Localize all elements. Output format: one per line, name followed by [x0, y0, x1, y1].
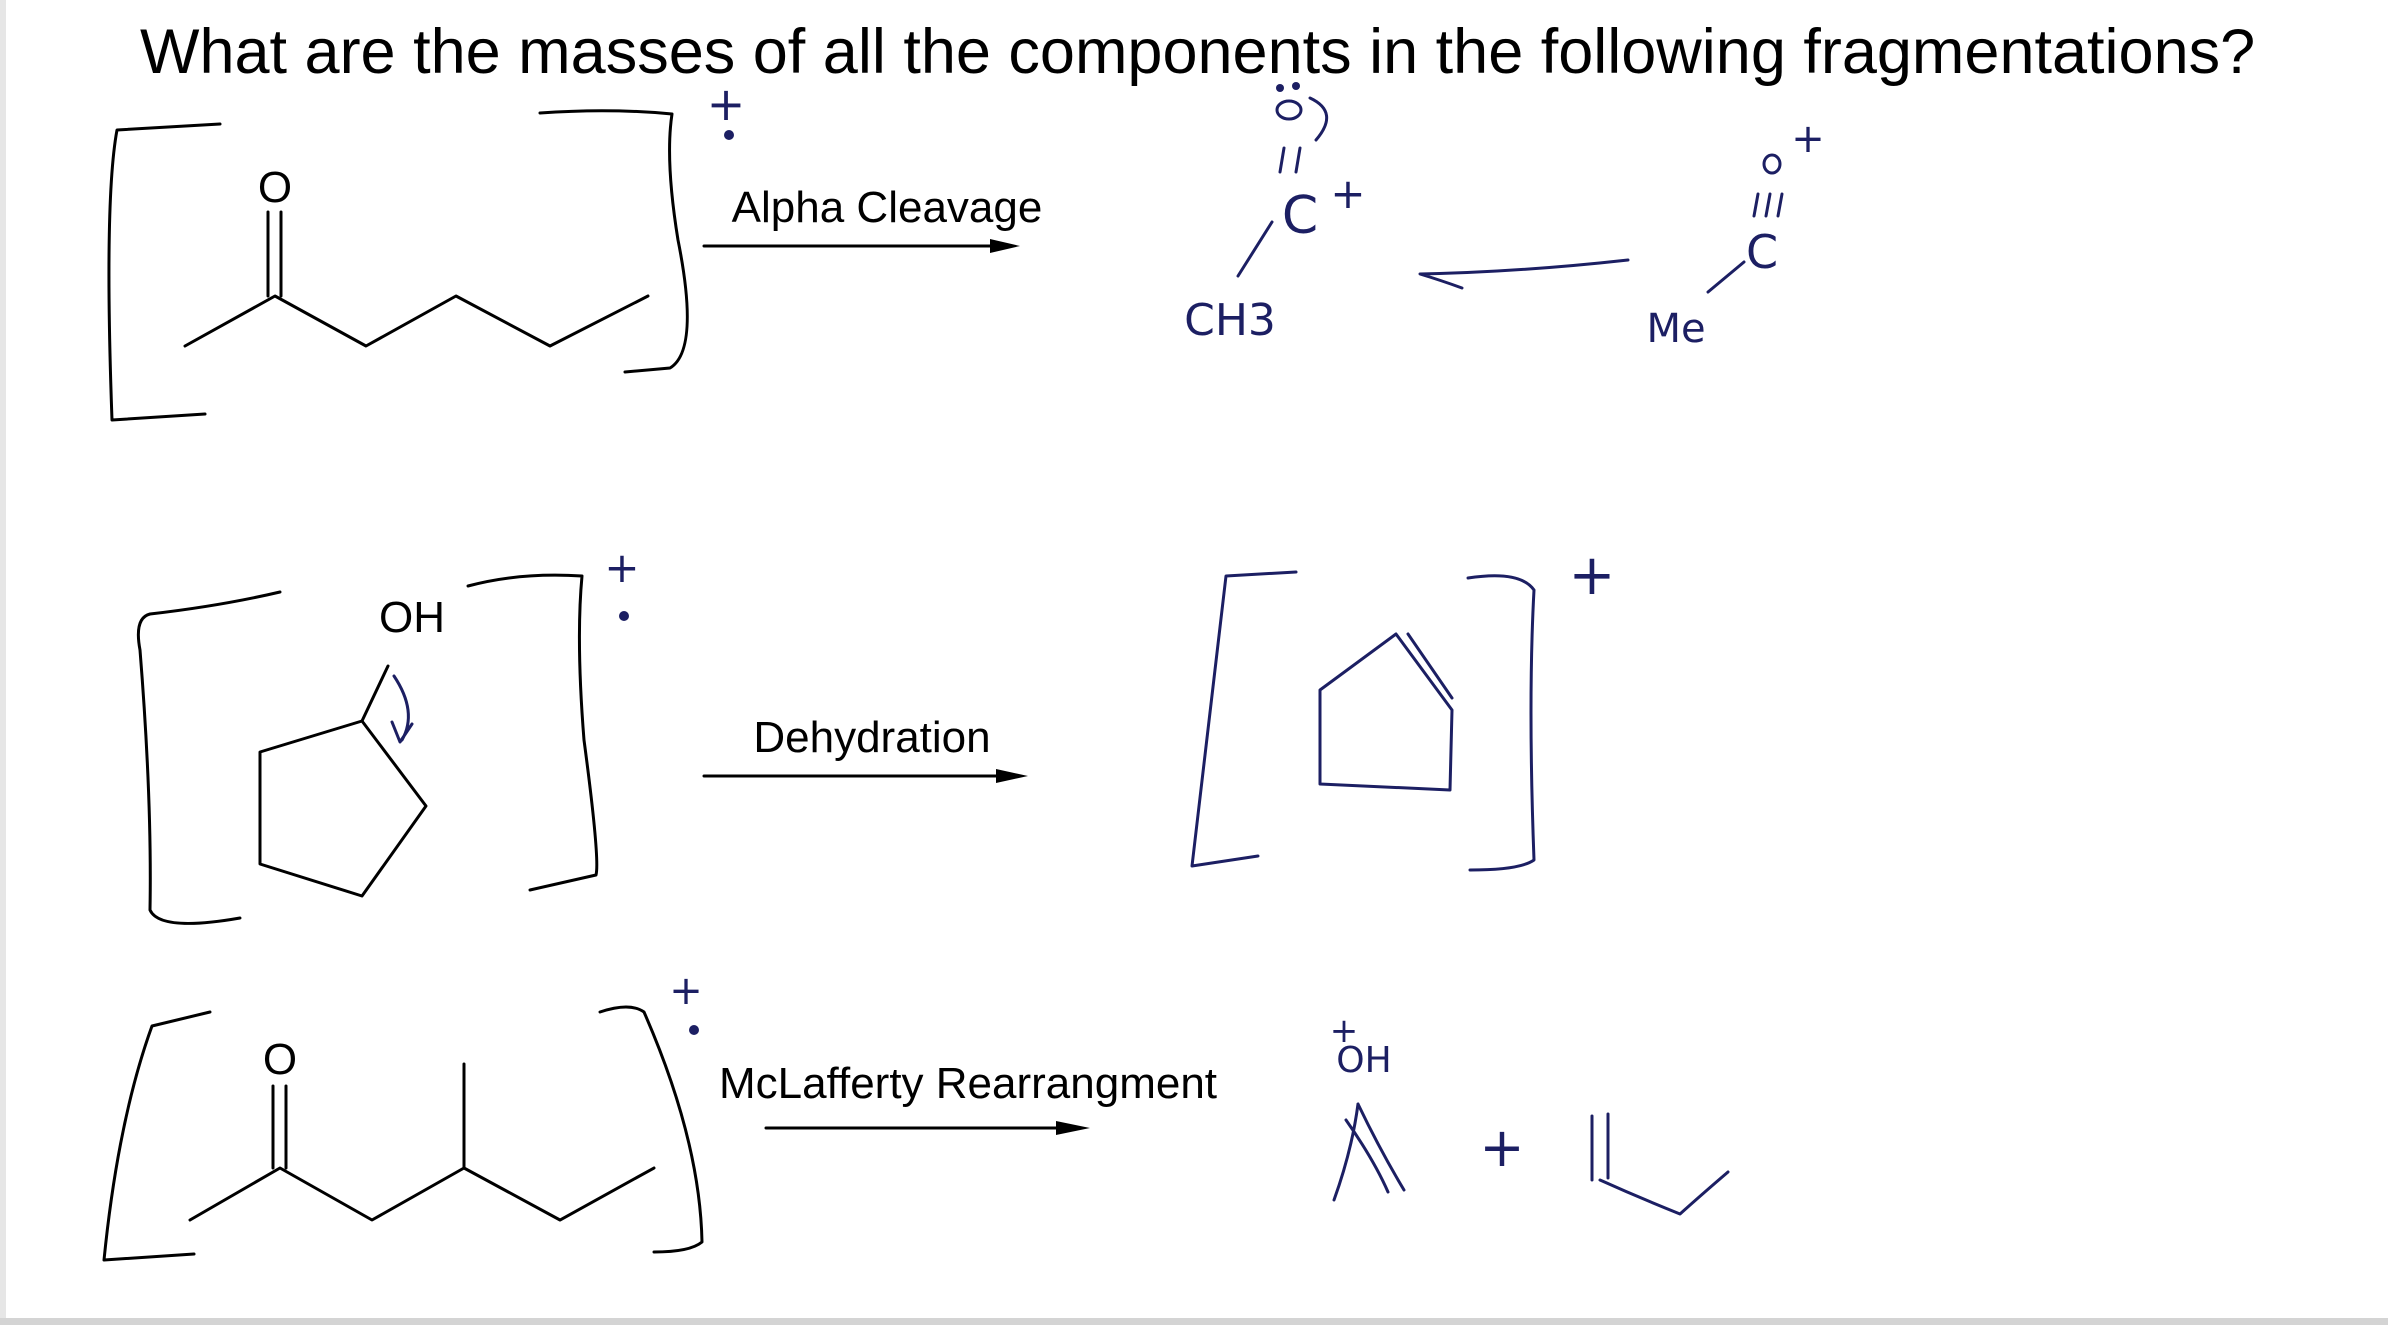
- cyclopentene-ring: [1318, 632, 1454, 792]
- cyclopentene-left-bracket: [1190, 570, 1298, 868]
- mclafferty-right-bracket: [598, 1005, 704, 1254]
- acylium-methyl-bond: [1236, 220, 1274, 278]
- mclafferty-carbon-chain: [188, 1166, 656, 1222]
- lone-pair-dot-1: [1276, 84, 1284, 92]
- alpha-cleavage-reactant: O +: [107, 77, 746, 422]
- question-title: What are the masses of all the component…: [140, 17, 2256, 87]
- reactant-right-bracket: [538, 109, 689, 374]
- mclafferty-reactant: O +: [102, 968, 704, 1262]
- cyclopentene-charge: +: [1569, 543, 1616, 608]
- enol-product: + OH: [1330, 1011, 1406, 1202]
- triple-bond-c: [1776, 192, 1784, 218]
- bottom-edge-bar: [0, 1318, 2388, 1325]
- resonance-carbon-label: C: [1746, 225, 1778, 279]
- acylium-charge: +: [1330, 169, 1365, 218]
- mclafferty-left-bracket: [102, 1010, 212, 1262]
- cyclopentane-ring: [258, 719, 428, 898]
- mclafferty-arrow: [764, 1121, 1090, 1135]
- triple-bond-b: [1764, 192, 1772, 218]
- hydroxyl-bond: [360, 664, 390, 723]
- cyclopentanol-right-bracket: [466, 573, 599, 892]
- cyclopentene-product: +: [1190, 543, 1616, 872]
- reactant-oxygen-label: O: [258, 163, 292, 212]
- hydroxyl-label: OH: [379, 593, 445, 642]
- electron-push-arrow: [1308, 96, 1328, 142]
- resonance-methyl-bond: [1706, 260, 1746, 294]
- cyclopentene-double-bond: [1406, 632, 1454, 700]
- resonance-oxygen: [1762, 153, 1782, 175]
- mclafferty-reactant-charge: +: [669, 968, 703, 1014]
- acylium-oxygen: [1275, 99, 1303, 121]
- methyl-group-label: CH3: [1184, 295, 1276, 346]
- radical-dot: [724, 130, 734, 140]
- cyclopentanol-radical-dot: [619, 611, 629, 621]
- propene-product: [1590, 1112, 1730, 1216]
- dehydration-arrow: [702, 769, 1028, 783]
- enol-hydroxyl-label: OH: [1336, 1040, 1391, 1081]
- left-edge-shadow: [0, 0, 6, 1325]
- reactant-carbon-chain: [183, 294, 650, 348]
- alpha-cleavage-label: Alpha Cleavage: [732, 183, 1043, 232]
- hydroxyl-push-arrow: [390, 674, 414, 744]
- acylium-double-bond-a: [1278, 146, 1286, 174]
- acylium-product: C + CH3: [1184, 82, 1366, 346]
- enol-skeleton: [1332, 1102, 1406, 1202]
- reactant-left-bracket: [107, 122, 222, 422]
- mclafferty-oxygen-label: O: [263, 1035, 297, 1084]
- cyclopentanol-charge: +: [604, 543, 639, 592]
- mclafferty-radical-dot: [689, 1025, 699, 1035]
- resonance-charge: +: [1791, 116, 1825, 162]
- acylium-carbon-label: C: [1282, 186, 1318, 246]
- reactant-radical-cation-charge: +: [707, 77, 746, 131]
- lone-pair-dot-2: [1292, 82, 1300, 90]
- mclafferty-label: McLafferty Rearrangment: [719, 1059, 1217, 1108]
- cyclopentanol-reactant: OH +: [136, 543, 640, 925]
- enol-charge: +: [1330, 1011, 1359, 1051]
- propene-chain: [1598, 1170, 1730, 1216]
- methyl-abbrev-label: Me: [1646, 306, 1705, 352]
- plus-sign: +: [1479, 1116, 1524, 1179]
- dehydration-label: Dehydration: [753, 713, 990, 762]
- resonance-arrow: [1418, 258, 1630, 290]
- triple-bond-a: [1752, 192, 1760, 218]
- acylium-resonance-structure: + C Me: [1646, 116, 1824, 352]
- cyclopentene-right-bracket: [1466, 574, 1536, 872]
- acylium-double-bond-b: [1294, 146, 1302, 174]
- alpha-cleavage-arrow: [702, 239, 1020, 253]
- cyclopentanol-left-bracket: [136, 590, 282, 925]
